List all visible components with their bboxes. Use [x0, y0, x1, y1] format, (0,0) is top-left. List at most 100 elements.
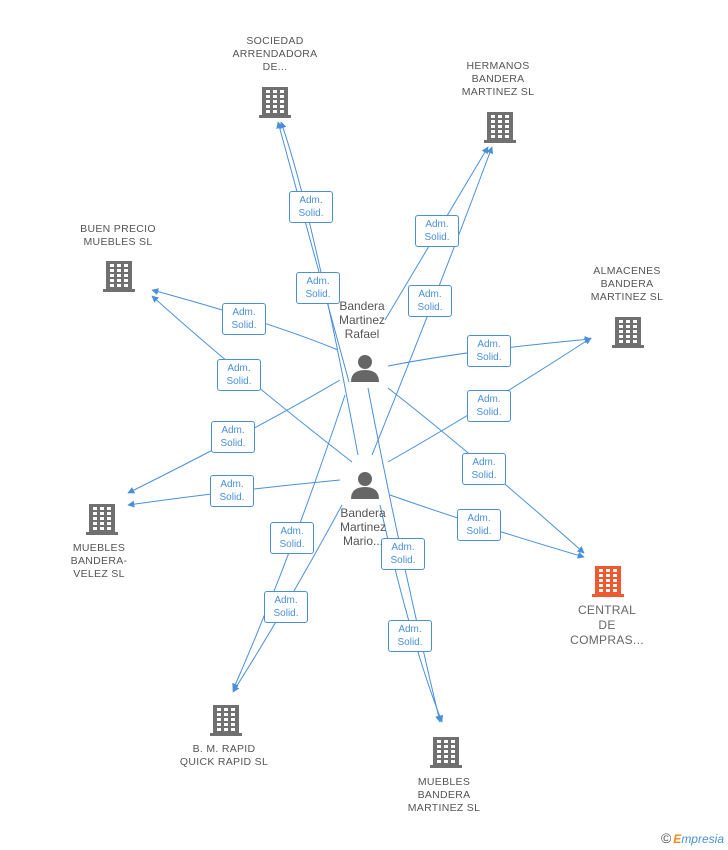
relation-label-rafael-hermanos[interactable]: Adm. Solid. — [415, 215, 459, 247]
person-icon-rafael[interactable] — [351, 355, 379, 382]
label-line: BUEN PRECIO — [80, 223, 156, 235]
relation-label-line: Solid. — [279, 539, 305, 550]
label-line: DE... — [262, 61, 288, 73]
relation-label-mario-sociedad[interactable]: Adm. Solid. — [289, 191, 333, 223]
label-line: BANDERA — [471, 73, 525, 85]
relation-label-line: Solid. — [231, 320, 257, 331]
label-line: MARTINEZ SL — [407, 802, 481, 814]
label-line: Martinez — [338, 313, 385, 327]
brand-logo-text: mpresia — [681, 832, 724, 846]
label-line: MARTINEZ SL — [590, 291, 664, 303]
relation-label-line: Solid. — [273, 608, 299, 619]
label-line: Mario... — [342, 534, 383, 548]
relation-label-rafael-buenprecio[interactable]: Adm. Solid. — [222, 303, 266, 335]
relation-label-line: Adm. — [306, 276, 330, 287]
building-icon-buenprecio[interactable] — [103, 261, 135, 292]
relation-label-line: Solid. — [219, 492, 245, 503]
label-line: Bandera — [340, 506, 386, 520]
icons-layer — [86, 87, 644, 768]
relation-label-rafael-almacenes[interactable]: Adm. Solid. — [467, 335, 511, 367]
relation-label-line: Solid. — [305, 289, 331, 300]
relation-label-mario-muebles_bm[interactable]: Adm. Solid. — [388, 620, 432, 652]
relation-label-line: Adm. — [425, 219, 449, 230]
relation-label-line: Adm. — [232, 307, 256, 318]
relation-label-line: Adm. — [398, 624, 422, 635]
relation-label-rafael-sociedad[interactable]: Adm. Solid. — [296, 272, 340, 304]
relation-label-line: Solid. — [476, 407, 502, 418]
relation-label-line: Adm. — [221, 425, 245, 436]
relation-label-mario-buenprecio[interactable]: Adm. Solid. — [217, 359, 261, 391]
relation-label-line: Adm. — [477, 339, 501, 350]
building-icon-sociedad[interactable] — [259, 87, 291, 118]
edge-rafael-to-sociedad — [276, 121, 350, 383]
label-line: VELEZ SL — [73, 568, 125, 580]
relation-label-rafael-velez[interactable]: Adm. Solid. — [211, 421, 255, 453]
relation-label-line: Adm. — [299, 195, 323, 206]
edges-layer — [127, 121, 592, 723]
relation-label-line: Solid. — [390, 555, 416, 566]
building-icon-rapid[interactable] — [210, 705, 242, 736]
label-line: ALMACENES — [593, 265, 661, 277]
label-line: HERMANOS — [466, 60, 530, 72]
relation-label-line: Adm. — [274, 595, 298, 606]
relation-label-mario-rapid[interactable]: Adm. Solid. — [264, 591, 308, 623]
relation-label-mario-hermanos[interactable]: Adm. Solid. — [408, 285, 452, 317]
label-line: BANDERA — [417, 789, 471, 801]
label-line: MUEBLES — [417, 776, 471, 788]
relation-label-line: Adm. — [467, 513, 491, 524]
label-line: Bandera — [339, 299, 385, 313]
copyright-symbol: © — [660, 830, 672, 846]
label-line: MARTINEZ SL — [461, 86, 535, 98]
relation-label-line: Solid. — [226, 376, 252, 387]
label-line: MUEBLES — [72, 542, 126, 554]
building-icon-velez[interactable] — [86, 504, 118, 535]
building-icon-muebles_bm[interactable] — [430, 737, 462, 768]
label-line: B. M. RAPID — [192, 743, 256, 755]
label-line: BANDERA — [600, 278, 654, 290]
relation-label-rafael-rapid[interactable]: Adm. Solid. — [270, 522, 314, 554]
relation-label-mario-velez[interactable]: Adm. Solid. — [210, 475, 254, 507]
label-line: Rafael — [344, 327, 380, 341]
relation-label-mario-central[interactable]: Adm. Solid. — [457, 509, 501, 541]
relation-label-line: Adm. — [220, 479, 244, 490]
relation-label-line: Solid. — [424, 232, 450, 243]
building-icon-almacenes[interactable] — [612, 317, 644, 348]
relation-label-line: Adm. — [227, 363, 251, 374]
building-icon-central[interactable] — [592, 566, 624, 597]
relation-label-line: Adm. — [472, 457, 496, 468]
label-line: ARRENDADORA — [232, 48, 318, 60]
label-line: SOCIEDAD — [246, 35, 304, 47]
relation-label-line: Solid. — [476, 352, 502, 363]
label-line: Martinez — [339, 520, 386, 534]
label-line: DE — [598, 618, 616, 632]
label-line: COMPRAS... — [570, 633, 644, 647]
relation-label-line: Adm. — [418, 289, 442, 300]
edge-mario-to-sociedad — [279, 121, 359, 456]
relation-label-line: Adm. — [391, 542, 415, 553]
relation-label-rafael-central[interactable]: Adm.Solid. — [462, 453, 506, 485]
relation-label-rafael-muebles_bm[interactable]: Adm. Solid. — [381, 538, 425, 570]
relation-label-line: Adm. — [477, 394, 501, 405]
building-icon-hermanos[interactable] — [484, 112, 516, 143]
relation-label-line: Solid. — [466, 526, 492, 537]
person-icon-mario[interactable] — [351, 472, 379, 499]
label-line: MUEBLES SL — [83, 236, 153, 248]
label-line: QUICK RAPID SL — [179, 756, 269, 768]
relation-label-line: Solid. — [417, 302, 443, 313]
footer-brand: ©Empresia — [661, 830, 724, 846]
relation-label-mario-almacenes[interactable]: Adm. Solid. — [467, 390, 511, 422]
relation-label-line: Solid. — [397, 637, 423, 648]
relation-label-line: Solid. — [298, 208, 324, 219]
relation-label-line: Adm. — [280, 526, 304, 537]
relation-label-line: Solid. — [220, 438, 246, 449]
